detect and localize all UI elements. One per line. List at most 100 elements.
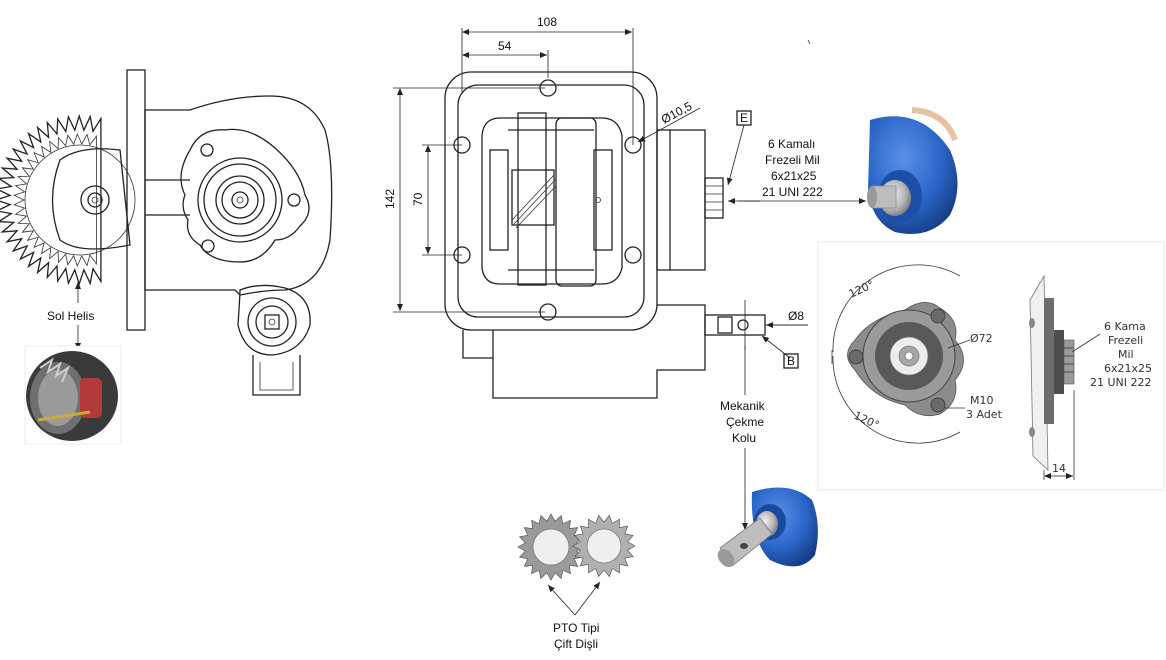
ref-b-box (783, 353, 799, 369)
gear-mesh-hatch (511, 174, 557, 229)
detail-frame (817, 241, 1165, 491)
side-shaft-text-5: 21 UNI 222 (1090, 376, 1152, 389)
lever-shaft (704, 314, 766, 336)
lever-text-2: Çekme (726, 415, 764, 429)
gasket-left-tab (489, 149, 509, 251)
output-shaft-text-1: 6 Kamalı (768, 137, 815, 151)
flange-center (904, 351, 914, 361)
lever-boss-square (264, 314, 280, 330)
bolt-hole-bottom-left (453, 246, 471, 264)
side-collar (1054, 330, 1064, 394)
dim-hole-leader (637, 107, 701, 143)
spline-shaft-dot (236, 196, 244, 204)
lever-shaft-hole (737, 319, 749, 331)
bolt-hole-top-right (624, 136, 642, 154)
dim-70-text: 70 (411, 192, 425, 206)
side-shaft-text-4: 6x21x25 (1104, 362, 1152, 375)
spline-shaft-core (231, 191, 249, 209)
side-spline-shaft (1063, 339, 1075, 385)
bolt-text-2: 3 Adet (966, 408, 1003, 421)
lever-photo (717, 487, 818, 567)
gear-mesh-box (511, 169, 555, 226)
dim-shaft-text: Ø8 (788, 309, 804, 323)
gasket-right-tab (593, 149, 613, 251)
lever-text-1: Mekanik (720, 399, 766, 413)
lever-boss (237, 284, 311, 356)
sol-helis-label: Sol Helis (47, 309, 94, 323)
lever-boss-outer (247, 297, 297, 347)
helical-gear-outline (0, 113, 102, 287)
bolt-hole-bottom (539, 303, 557, 321)
angle-arc-bottom (832, 355, 961, 444)
output-shaft-photo (867, 107, 958, 234)
pump-flange-boss (180, 128, 310, 263)
output-shaft-spline (704, 177, 724, 219)
pump-body-outline (144, 95, 333, 296)
bolt-text-1: M10 (970, 394, 994, 407)
boss-bolt-hole-3 (201, 239, 215, 253)
output-shaft-text-2: Frezeli Mil (765, 153, 820, 167)
pto-text-2: Çift Dişli (554, 637, 598, 651)
side-shaft-text-3: Mil (1118, 348, 1134, 361)
dim-108-text: 108 (537, 15, 557, 29)
bottom-lug-left (462, 330, 494, 359)
output-housing (656, 129, 706, 271)
angle-bottom-text: 120° (852, 409, 882, 432)
bolt-hole-top-left (453, 136, 471, 154)
bolt-hole-top (539, 79, 557, 97)
gear-center-bore (80, 185, 110, 215)
housing-outer (444, 71, 658, 331)
gasket-face (481, 117, 623, 285)
side-flange-hole-bottom (1029, 427, 1035, 437)
lever-text-3: Kolu (732, 431, 756, 445)
dim-54-text: 54 (498, 39, 512, 53)
shaft-seal-inner (203, 163, 277, 237)
gear-center-mark (595, 197, 601, 203)
lever-boss-dot (268, 318, 276, 326)
gear-hub (51, 148, 131, 250)
ref-e-text: E (740, 111, 748, 125)
gear-center-pin (87, 192, 103, 208)
pto-arrow-right (574, 581, 601, 616)
dim-flange-leader (947, 339, 971, 349)
side-shaft-text-2: Frezeli (1108, 334, 1143, 347)
boss-bolt-hole-1 (200, 143, 214, 157)
dim-flange-text: Ø72 (970, 332, 993, 345)
lever-shaft-collar (717, 316, 733, 334)
helical-gear-photo (24, 345, 122, 445)
spline-shaft-inner (221, 181, 259, 219)
shaft-seal-outer (197, 157, 283, 243)
stray-mark (807, 39, 811, 45)
side-body (1044, 298, 1054, 424)
output-shaft-grooves (705, 185, 723, 211)
flange-bolt-bottom (930, 397, 946, 413)
lever-boss-inner (255, 305, 289, 339)
output-shaft-callout: 6 Kamalı Frezeli Mil 6x21x25 21 UNI 222 (728, 137, 866, 204)
bolt-hole-bottom-right (624, 246, 642, 264)
bottom-lug-right (492, 304, 706, 399)
angle-arc-top (832, 264, 961, 353)
side-spline-grooves (1064, 347, 1074, 373)
pto-gear-left-bore (532, 528, 570, 566)
mounting-flange (126, 69, 146, 331)
pto-gear-photo: PTO Tipi Çift Dişli (517, 513, 636, 651)
boss-bolt-hole-2 (287, 193, 301, 207)
side-shaft-leader (1071, 333, 1101, 353)
gear-block-right (555, 117, 597, 287)
housing-inner (457, 84, 645, 318)
output-shaft-text-3: 6x21x25 (771, 169, 817, 183)
lever-callout: Mekanik Çekme Kolu (720, 345, 766, 530)
dim-142-text: 142 (383, 189, 397, 209)
left-side-view: Sol Helis (0, 69, 333, 445)
center-front-view: 108 54 142 70 (383, 15, 811, 399)
ref-b-text: B (787, 354, 795, 368)
output-shaft-text-4: 21 UNI 222 (762, 185, 823, 199)
pto-arrow-left (547, 584, 576, 616)
ref-b-leader (761, 335, 791, 359)
flange-detail-view: 120° 120° Ø72 M10 3 Adet 14 6 Kama Freze… (817, 241, 1165, 491)
dim-14-text: 14 (1052, 462, 1066, 475)
ref-e-leader (726, 124, 745, 186)
angle-top-text: 120° (847, 278, 877, 301)
spline-shaft-outer (215, 175, 265, 225)
